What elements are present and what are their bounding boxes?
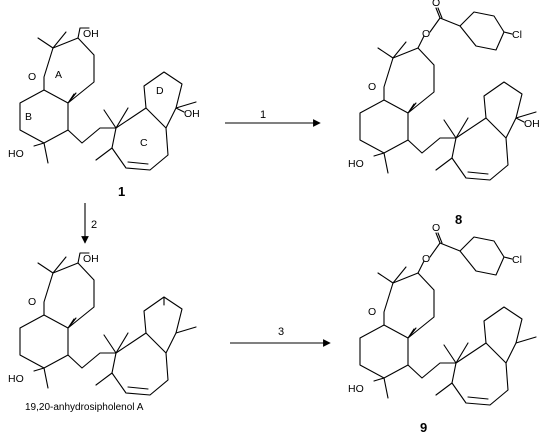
step-label-1: 1 — [260, 109, 266, 121]
hydroxyl-label: OH — [83, 28, 99, 40]
compound-name: 19,20-anhydrosipholenol A — [25, 402, 144, 413]
hydroxyl-label: HO — [8, 373, 24, 385]
chlorine-label: Cl — [512, 29, 522, 41]
carbonyl-oxygen-label: O — [432, 0, 440, 9]
compound-number-1: 1 — [118, 184, 125, 199]
ring-oxygen-label: O — [28, 71, 36, 83]
ring-oxygen-label: O — [368, 81, 376, 93]
ring-label-c: C — [140, 137, 148, 149]
hydroxyl-label: OH — [184, 108, 200, 120]
step-label-3: 3 — [278, 326, 284, 338]
hydroxyl-label: HO — [348, 158, 364, 170]
ring-label-d: D — [156, 85, 164, 97]
ester-oxygen-label: O — [422, 28, 430, 40]
compound-9-structure: O O Cl O HO — [348, 222, 537, 406]
hydroxyl-label: HO — [348, 383, 364, 395]
ring-oxygen-label: O — [368, 306, 376, 318]
hydroxyl-label: OH — [524, 118, 540, 130]
compound-1-structure: OH O HO OH A B C D — [8, 27, 200, 171]
compound-number-9: 9 — [420, 420, 427, 435]
anhydrosipholenol-structure: OH O HO — [8, 252, 197, 396]
ring-label-b: B — [25, 111, 32, 123]
ring-label-a: A — [55, 69, 62, 81]
hydroxyl-label: HO — [8, 148, 24, 160]
step-label-2: 2 — [91, 219, 97, 231]
compound-8-structure: O O Cl O HO OH — [348, 0, 540, 181]
ester-oxygen-label: O — [422, 253, 430, 265]
carbonyl-oxygen-label: O — [432, 222, 440, 234]
ring-oxygen-label: O — [28, 296, 36, 308]
chlorine-label: Cl — [512, 254, 522, 266]
compound-number-8: 8 — [455, 212, 462, 227]
hydroxyl-label: OH — [83, 253, 99, 265]
